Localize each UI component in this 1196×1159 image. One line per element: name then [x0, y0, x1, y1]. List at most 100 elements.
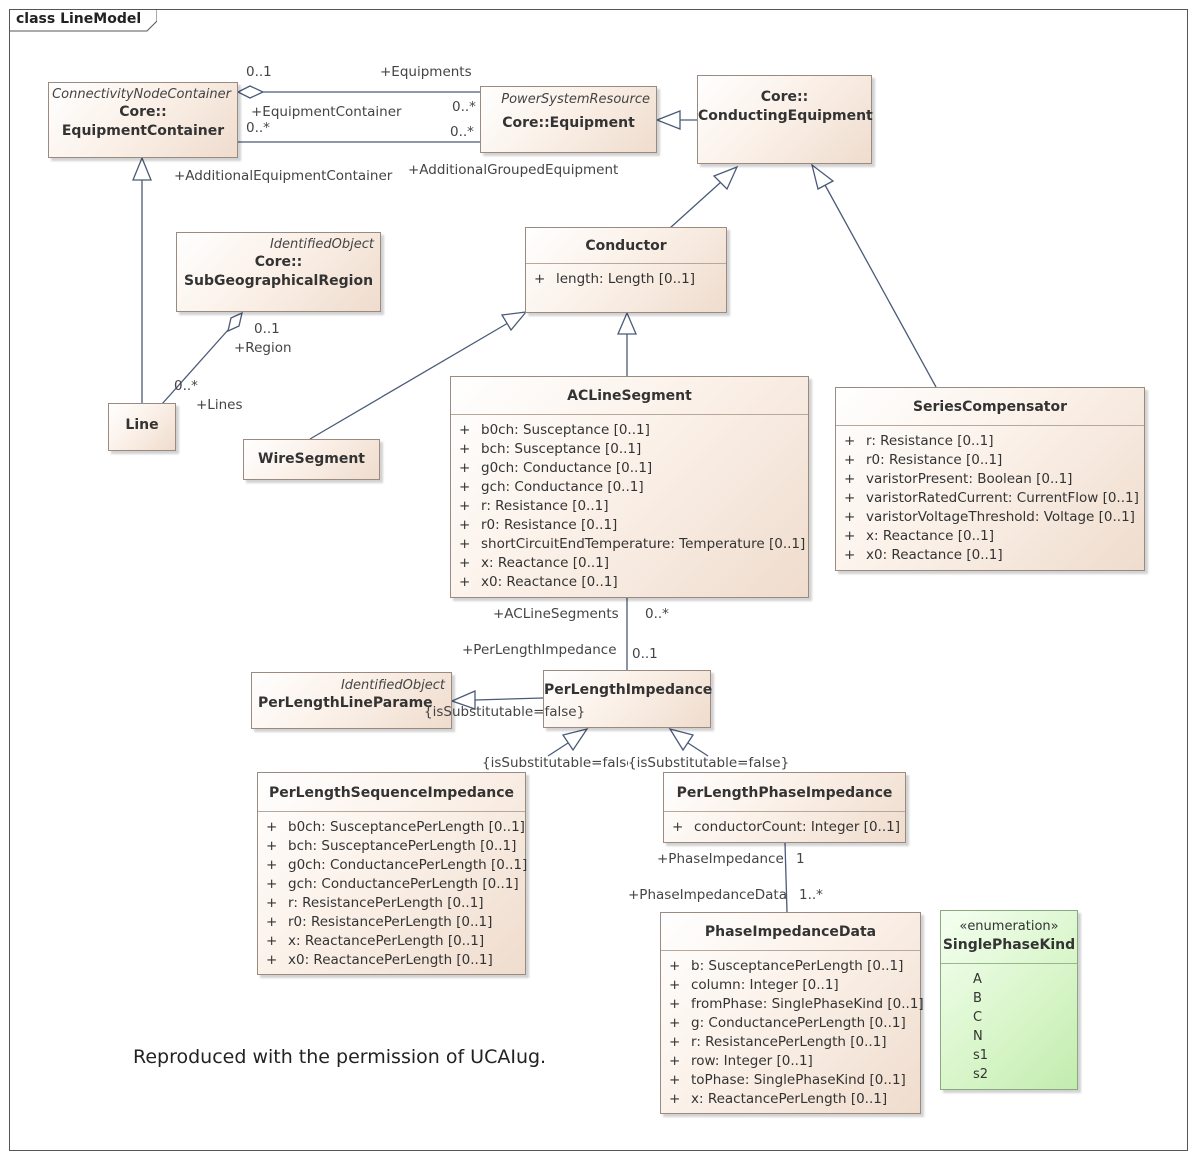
gen-conductor-arrow [712, 165, 739, 191]
constraint-pli: {isSubstitutable=false} [424, 704, 586, 720]
attribute-text: r: Resistance [0..1] [481, 498, 609, 514]
class-ac-line-segment[interactable]: ACLineSegment +b0ch: Susceptance [0..1]+… [450, 376, 809, 598]
constraint-seq: {isSubstitutable=false [482, 755, 628, 771]
attribute-row: +x0: ReactancePerLength [0..1] [258, 951, 525, 970]
attribute-row: +b0ch: Susceptance [0..1] [451, 421, 808, 440]
class-name-line1: Core:: [760, 89, 809, 105]
gen-equipment-arrow [655, 110, 681, 130]
public-visibility-marker: + [459, 555, 471, 571]
role-lines: +Lines [196, 397, 243, 413]
role-equipments: +Equipments [380, 64, 472, 80]
public-visibility-marker: + [844, 490, 856, 506]
public-visibility-marker: + [534, 271, 546, 287]
attribute-text: length: Length [0..1] [556, 271, 696, 287]
attribute-row: +bch: Susceptance [0..1] [451, 440, 808, 459]
mult-0-star-acls: 0..* [645, 606, 669, 622]
attribute-row: + fromPhase: SinglePhaseKind [0..1] [661, 995, 924, 1014]
class-conducting-equipment[interactable]: Core:: ConductingEquipment [697, 75, 873, 164]
public-visibility-marker: + [669, 1015, 681, 1031]
role-per-length-impedance: +PerLengthImpedance [462, 642, 617, 658]
public-visibility-marker: + [266, 914, 278, 930]
class-name: PhaseImpedanceData [704, 924, 877, 940]
stereotype-label: IdentifiedObject [340, 678, 445, 693]
class-sub-geographical-region[interactable]: IdentifiedObject Core:: SubGeographicalR… [176, 232, 381, 312]
public-visibility-marker: + [844, 547, 856, 563]
gen-seq-line [547, 742, 569, 757]
gen-conductor-line [669, 181, 722, 229]
attribute-list: +conductorCount: Integer [0..1] [664, 811, 905, 841]
attribute-text: gch: Conductance [0..1] [481, 479, 644, 495]
class-line[interactable]: Line [108, 403, 176, 451]
attribute-list: + length: Length [0..1] [526, 263, 726, 293]
class-name-line2: SubGeographicalRegion [183, 273, 374, 289]
class-name: ACLineSegment [567, 388, 692, 404]
attribute-text: g: ConductancePerLength [0..1] [691, 1015, 906, 1031]
attribute-text: fromPhase: SinglePhaseKind [0..1] [691, 996, 924, 1012]
enum-literal: A [973, 972, 982, 987]
diagram-frame [9, 9, 1188, 1151]
public-visibility-marker: + [459, 574, 471, 590]
class-per-length-impedance[interactable]: PerLengthImpedance [543, 670, 713, 728]
class-per-length-phase-impedance[interactable]: PerLengthPhaseImpedance +conductorCount:… [663, 772, 906, 843]
attribute-text: x: ReactancePerLength [0..1] [691, 1091, 888, 1107]
attribute-text: r0: ResistancePerLength [0..1] [288, 914, 493, 930]
role-phase-impedance: +PhaseImpedance [657, 851, 784, 867]
role-region: +Region [234, 340, 292, 356]
enum-name: SinglePhaseKind [942, 937, 1076, 953]
gen-phase-arrow [668, 727, 695, 752]
attribute-text: b: SusceptancePerLength [0..1] [691, 958, 904, 974]
diagram-title: class LineModel [16, 11, 142, 27]
public-visibility-marker: + [844, 452, 856, 468]
class-name: PerLengthImpedance [544, 682, 713, 698]
gen-wire-line [309, 322, 509, 440]
mult-0-star-eq1: 0..* [452, 99, 476, 115]
class-conductor[interactable]: Conductor +length: Length [0..1] [525, 227, 727, 313]
class-per-length-line-parameter[interactable]: IdentifiedObject PerLengthLineParame [251, 672, 452, 729]
class-name-line1: Core:: [254, 254, 303, 270]
class-series-compensator[interactable]: SeriesCompensator +r: Resistance [0..1]+… [835, 387, 1145, 571]
gen-sc-line [824, 184, 937, 388]
class-equipment-container[interactable]: ConnectivityNodeContainer Core:: Equipme… [48, 82, 238, 158]
assoc-phase-data [784, 842, 788, 913]
public-visibility-marker: + [266, 895, 278, 911]
title-tab [9, 9, 157, 32]
attribute-text: column: Integer [0..1] [691, 977, 839, 993]
attribute-list: +b0ch: Susceptance [0..1]+bch: Susceptan… [451, 414, 808, 596]
role-equipment-container: +EquipmentContainer [251, 104, 402, 120]
class-wire-segment[interactable]: WireSegment [243, 439, 380, 480]
mult-0-star-container2: 0..* [246, 120, 270, 136]
attribute-row: + r0: ResistancePerLength [0..1] [258, 913, 525, 932]
public-visibility-marker: + [459, 460, 471, 476]
attribute-row: +r: ResistancePerLength [0..1] [258, 894, 525, 913]
public-visibility-marker: + [266, 952, 278, 968]
attribute-row: +x: ReactancePerLength [0..1] [258, 932, 525, 951]
enum-literal: s2 [973, 1067, 989, 1082]
public-visibility-marker: + [459, 517, 471, 533]
public-visibility-marker: + [669, 996, 681, 1012]
mult-0-star-eq2: 0..* [450, 124, 474, 140]
mult-0-1-container: 0..1 [246, 64, 272, 80]
attribute-text: r0: Resistance [0..1] [481, 517, 618, 533]
attribute-text: varistorPresent: Boolean [0..1] [866, 471, 1073, 487]
class-name: Line [125, 417, 159, 433]
attribute-text: bch: Susceptance [0..1] [481, 441, 642, 457]
class-per-length-sequence-impedance[interactable]: PerLengthSequenceImpedance +b0ch: Suscep… [257, 772, 527, 975]
class-phase-impedance-data[interactable]: PhaseImpedanceData +b: SusceptancePerLen… [660, 912, 924, 1114]
attribute-row: + toPhase: SinglePhaseKind [0..1] [661, 1071, 920, 1090]
class-equipment[interactable]: PowerSystemResource Core::Equipment [480, 86, 657, 153]
attribute-row: +r: ResistancePerLength [0..1] [661, 1033, 920, 1052]
class-name: SeriesCompensator [912, 399, 1068, 415]
class-name: PerLengthPhaseImpedance [676, 785, 893, 801]
attribute-row: +x: ReactancePerLength [0..1] [661, 1090, 920, 1109]
attribute-row: +column: Integer [0..1] [661, 976, 920, 995]
class-name-line2: EquipmentContainer [61, 123, 225, 139]
public-visibility-marker: + [669, 1072, 681, 1088]
class-name-line1: Core:: [119, 104, 167, 120]
enum-literal: C [973, 1010, 983, 1025]
attribute-text: toPhase: SinglePhaseKind [0..1] [691, 1072, 906, 1088]
public-visibility-marker: + [266, 933, 278, 949]
attribute-text: x: Reactance [0..1] [481, 555, 610, 571]
attribute-row: +b: SusceptancePerLength [0..1] [661, 957, 920, 976]
